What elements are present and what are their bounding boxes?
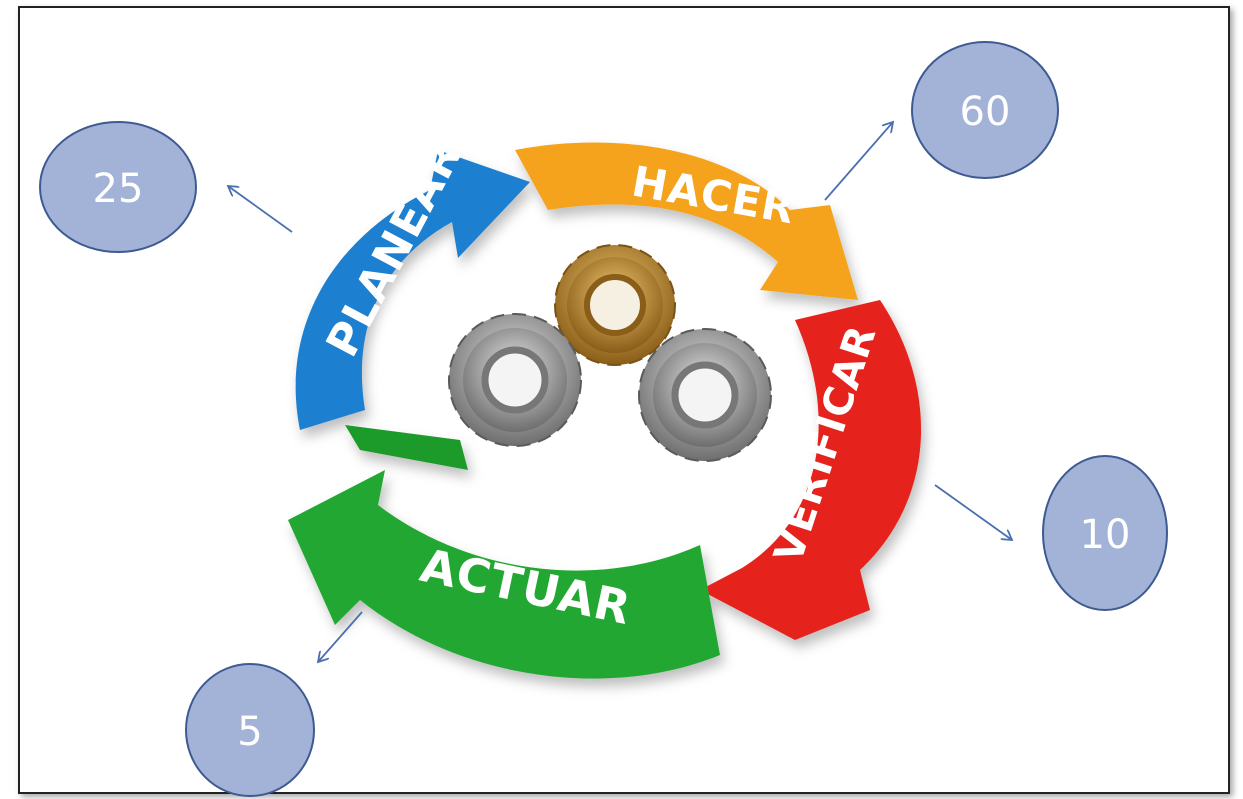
connector-arrows <box>228 122 1012 662</box>
gear-gold-icon <box>554 244 676 366</box>
label-planear: PLANEAR <box>317 133 473 365</box>
gear-grey-left-icon <box>448 313 582 447</box>
bubble-25-value: 25 <box>93 166 144 212</box>
cycle-arrows <box>288 142 922 679</box>
connector-5 <box>318 611 363 662</box>
arrow-hacer <box>515 142 858 300</box>
arrow-actuar-tail <box>345 425 468 470</box>
bubble-60-value: 60 <box>960 89 1011 135</box>
connector-60 <box>824 122 893 201</box>
gears <box>448 244 772 462</box>
gear-grey-right-icon <box>638 328 772 462</box>
connector-10 <box>934 484 1012 540</box>
arrow-planear <box>295 150 530 430</box>
bubble-60: 60 <box>911 41 1059 179</box>
bubble-25: 25 <box>39 121 197 253</box>
bubble-10: 10 <box>1042 455 1168 611</box>
bubble-10-value: 10 <box>1080 512 1131 558</box>
arrow-actuar <box>288 470 720 679</box>
arrow-verificar <box>700 300 922 640</box>
bubble-5: 5 <box>185 663 315 797</box>
bubble-5-value: 5 <box>237 709 262 755</box>
connector-25 <box>228 186 293 233</box>
